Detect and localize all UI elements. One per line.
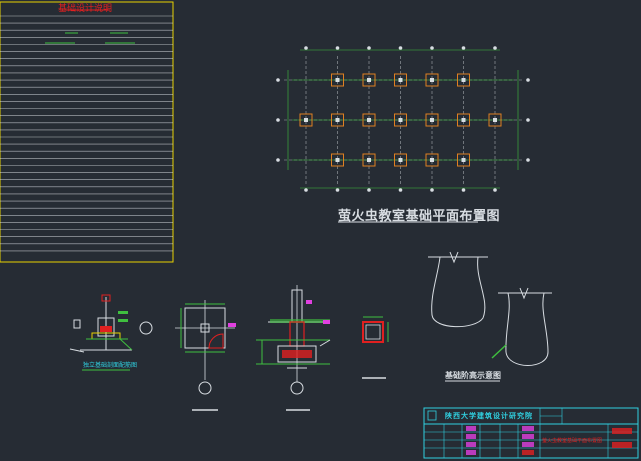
notes-heading: 基础设计说明 [58,4,113,14]
plan-footing [362,73,376,87]
footing-section-detail [69,294,133,371]
design-notes-panel [0,1,174,263]
plan-column [461,158,466,162]
plan-axis-bubble [461,46,466,50]
plan-column [398,78,403,82]
plan-title: 萤火虫教室基础平面布置图 [338,209,501,224]
plan-column [335,158,340,162]
footing-plan-detail [175,300,236,411]
step-height-caption: 基础阶高示意图 [445,371,501,380]
plan-column [430,158,434,162]
plan-footing [331,73,344,87]
title-block [423,407,639,459]
plan-footing [394,113,407,127]
plan-footing [457,153,470,167]
plan-grid-lines [284,49,522,189]
plan-footing [331,153,344,167]
plan-axis-bubble [276,158,280,162]
plan-axis-bubble [398,188,403,192]
plan-footing [362,113,376,127]
plan-footing [394,153,407,167]
plan-column [335,78,340,82]
plan-axis-bubble [335,46,340,50]
step-height-detail [428,251,552,382]
plan-footings [299,73,502,167]
plan-axis-bubble [493,46,497,50]
plan-footing [425,73,439,87]
column-base-detail [256,285,331,411]
plan-footing [488,113,502,127]
plan-column [335,118,340,122]
plan-axis-bubble [367,188,371,192]
plan-axis-bubble [276,118,280,122]
plan-axis-bubbles [276,46,530,192]
plan-axis-bubble [461,188,466,192]
plan-column [493,118,497,122]
plan-axis-bubble [335,188,340,192]
plan-column [430,118,434,122]
plan-column [398,158,403,162]
plan-axis-bubble [304,46,308,50]
plan-column [398,118,403,122]
plan-column [304,118,308,122]
plan-axis-bubble [367,46,371,50]
plan-axis-bubble [430,188,434,192]
plan-column [367,78,371,82]
plan-column [430,78,434,82]
title-block-drawing-name: 萤火虫教室基础平面布置图 [542,438,603,444]
title-block-school: 陕西大学建筑设计研究院 [445,412,533,420]
plan-footing [394,73,407,87]
plan-footing [457,113,470,127]
plan-footing [425,153,439,167]
plan-footing [425,113,439,127]
plan-column [461,78,466,82]
plan-axis-bubble [276,78,280,82]
axis-bubble [139,321,153,335]
plan-axis-bubble [430,46,434,50]
plan-footing [299,113,313,127]
plan-column [367,158,371,162]
plan-axis-bubble [304,188,308,192]
plan-axis-bubble [398,46,403,50]
plan-footing [331,113,344,127]
foundation-plan [276,46,530,223]
plan-axis-bubble [526,78,530,82]
plan-axis-bubble [493,188,497,192]
notes-rows [0,15,173,252]
plan-axis-bubble [526,158,530,162]
plan-column [367,118,371,122]
plan-column [461,118,466,122]
column-section-detail [362,316,389,379]
plan-axis-bubble [526,118,530,122]
plan-footing [457,73,470,87]
section-caption: 独立基础剖面配筋图 [83,362,138,369]
plan-footing [362,153,376,167]
